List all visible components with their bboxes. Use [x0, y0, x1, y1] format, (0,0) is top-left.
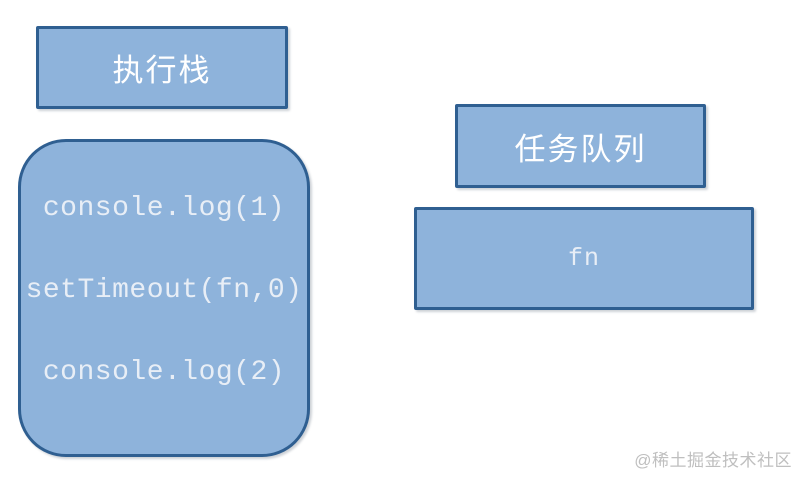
execution-stack-title: 执行栈 — [112, 53, 212, 88]
watermark: @稀土掘金技术社区 — [634, 451, 792, 470]
stack-frame-console-log-2: console.log(2) — [42, 357, 286, 388]
stack-frame-console-log-1: console.log(1) — [42, 193, 286, 224]
stack-frame-settimeout: setTimeout(fn,0) — [25, 275, 303, 306]
execution-stack-box: console.log(1) setTimeout(fn,0) console.… — [18, 139, 310, 457]
execution-stack-title-box: 执行栈 — [36, 26, 288, 109]
task-queue-item-box: fn — [414, 207, 754, 310]
task-queue-title-box: 任务队列 — [455, 104, 706, 188]
task-queue-item-fn: fn — [567, 244, 600, 273]
task-queue-title: 任务队列 — [514, 131, 647, 167]
